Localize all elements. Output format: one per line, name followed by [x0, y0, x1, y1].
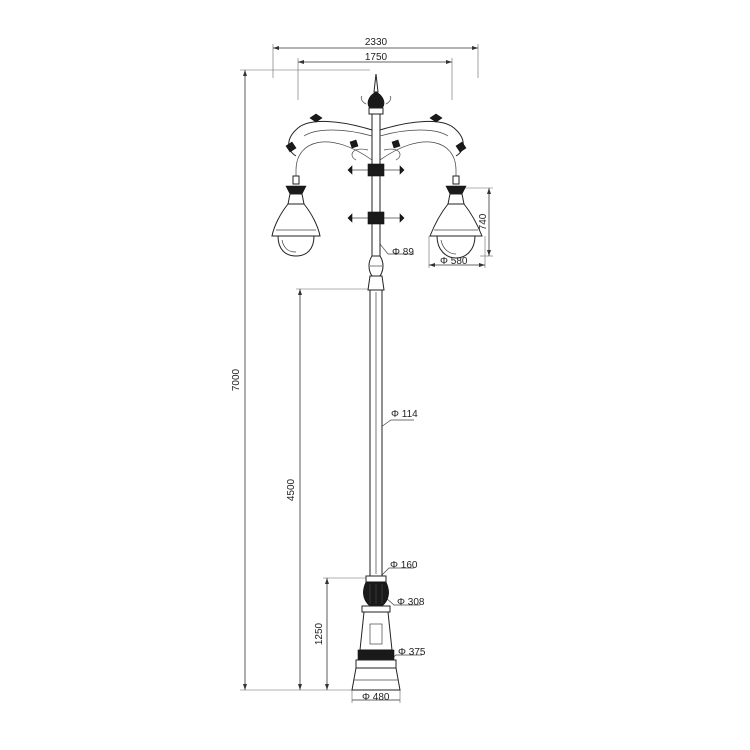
- upper-column: [347, 113, 405, 265]
- arm-tube-diameter-label: Φ 89: [392, 247, 414, 258]
- leader-plinth: Φ 375: [389, 647, 426, 661]
- left-lantern: [271, 175, 321, 257]
- dimension-shaft-height: 4500: [286, 288, 370, 690]
- finial: [360, 73, 392, 115]
- shaft-connector: [367, 255, 385, 291]
- leader-shaft-base: Φ 160: [381, 560, 418, 576]
- shaft-base-diameter-label: Φ 160: [390, 560, 418, 571]
- base-collar: [361, 575, 391, 613]
- dimension-lantern-height: 740: [462, 187, 493, 257]
- lantern-diameter-label: Φ 580: [440, 256, 468, 267]
- collar-diameter-label: Φ 308: [397, 597, 425, 608]
- right-arm: [379, 113, 467, 182]
- dimension-overall-width: 2330: [272, 37, 479, 78]
- leader-arm-tube: Φ 89: [379, 243, 414, 258]
- plinth-diameter-label: Φ 375: [398, 647, 426, 658]
- base-body: [351, 611, 401, 691]
- dimension-lantern-diameter: Φ 580: [428, 236, 486, 268]
- arm-span-label: 1750: [365, 52, 388, 63]
- leader-shaft: Φ 114: [380, 409, 418, 428]
- leader-collar: Φ 308: [385, 597, 425, 608]
- left-arm: [285, 113, 373, 182]
- dimension-arm-span: 1750: [297, 52, 453, 100]
- dimension-base-height: 1250: [314, 577, 368, 690]
- shaft-height-label: 4500: [286, 478, 297, 501]
- overall-width-label: 2330: [365, 37, 388, 48]
- dimension-foot-diameter: Φ 480: [351, 690, 401, 703]
- total-height-label: 7000: [231, 368, 242, 391]
- foot-diameter-label: Φ 480: [362, 692, 390, 703]
- dimension-total-height: 7000: [231, 69, 370, 691]
- main-shaft: [369, 289, 383, 577]
- lantern-height-label: 740: [478, 213, 489, 230]
- shaft-diameter-label: Φ 114: [391, 409, 418, 420]
- base-height-label: 1250: [314, 622, 325, 645]
- right-lantern: [429, 175, 483, 259]
